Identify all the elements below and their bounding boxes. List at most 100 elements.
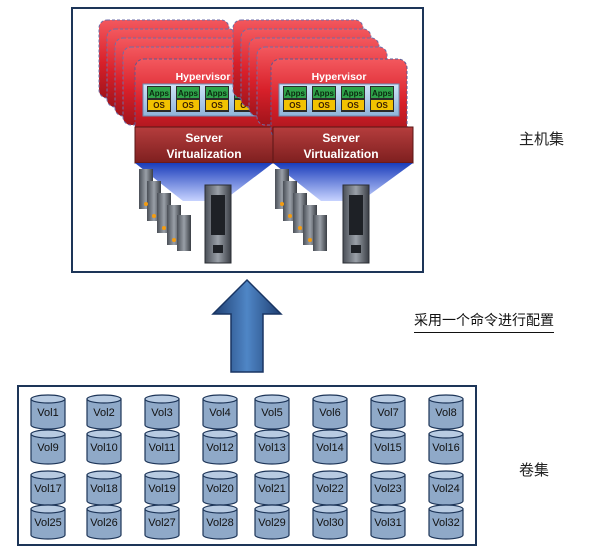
volume-cylinder: Vol6 bbox=[312, 394, 348, 430]
volume-label: Vol3 bbox=[151, 407, 172, 419]
vm-apps-label: Apps bbox=[149, 89, 170, 98]
volume-cylinder: Vol8 bbox=[428, 394, 464, 430]
volume-label: Vol26 bbox=[90, 517, 118, 529]
vm-apps-slot bbox=[148, 87, 170, 98]
host-stack-left: Hypervisor Apps OS Apps OS Apps OS bbox=[98, 19, 274, 264]
server-led bbox=[162, 226, 166, 230]
vm-os-label: OS bbox=[211, 101, 223, 110]
vm-apps-slot bbox=[342, 87, 364, 98]
vm-apps-slot bbox=[371, 87, 393, 98]
vm-apps-label: Apps bbox=[285, 89, 306, 98]
virtualization-line1: Server bbox=[322, 131, 360, 145]
volume-label: Vol16 bbox=[432, 442, 460, 454]
vm-apps-label: Apps bbox=[207, 89, 228, 98]
virtualization-funnel bbox=[135, 163, 273, 201]
volume-cylinder: Vol16 bbox=[428, 429, 464, 465]
volume-label: Vol15 bbox=[374, 442, 402, 454]
server-led bbox=[280, 202, 284, 206]
volume-label: Vol8 bbox=[435, 407, 456, 419]
volume-label: Vol13 bbox=[258, 442, 286, 454]
vm-os-label: OS bbox=[376, 101, 388, 110]
vm-os-slot bbox=[284, 100, 306, 110]
volume-cylinder: Vol2 bbox=[86, 394, 122, 430]
vm-os-slot bbox=[148, 100, 170, 110]
volume-cylinder: Vol29 bbox=[254, 504, 290, 540]
volume-label: Vol5 bbox=[261, 407, 282, 419]
volume-cylinder: Vol21 bbox=[254, 470, 290, 506]
vm-apps-label: Apps bbox=[314, 89, 335, 98]
volume-cylinder: Vol31 bbox=[370, 504, 406, 540]
host-stack-right: Hypervisor Apps OS Apps OS Apps OS bbox=[232, 19, 414, 264]
volume-label: Vol27 bbox=[148, 517, 176, 529]
hypervisor-label: Hypervisor bbox=[312, 71, 367, 83]
physical-servers bbox=[139, 169, 232, 264]
server-virtualization-band bbox=[272, 126, 414, 164]
volume-label: Vol10 bbox=[90, 442, 118, 454]
volume-cylinder: Vol32 bbox=[428, 504, 464, 540]
virtualization-line2: Virtualization bbox=[166, 147, 241, 161]
volume-label: Vol21 bbox=[258, 483, 286, 495]
volume-label: Vol28 bbox=[206, 517, 234, 529]
volume-label: Vol6 bbox=[319, 407, 340, 419]
server-led bbox=[288, 214, 292, 218]
vm-row: Apps OS Apps OS Apps OS Apps OS bbox=[147, 86, 258, 112]
volume-cylinder: Vol14 bbox=[312, 429, 348, 465]
volume-cylinder: Vol25 bbox=[30, 504, 66, 540]
volume-label: Vol22 bbox=[316, 483, 344, 495]
vm-apps-label: Apps bbox=[343, 89, 364, 98]
single-command-label: 采用一个命令进行配置 bbox=[414, 310, 554, 333]
volume-cylinder: Vol18 bbox=[86, 470, 122, 506]
host-set-frame: Hypervisor Apps OS Apps OS Apps OS bbox=[71, 7, 424, 273]
volume-cylinder: Vol19 bbox=[144, 470, 180, 506]
vm-apps-slot bbox=[177, 87, 199, 98]
server-tower-panel bbox=[349, 195, 363, 235]
volume-cylinder: Vol15 bbox=[370, 429, 406, 465]
virtualization-line2: Virtualization bbox=[303, 147, 378, 161]
volume-label: Vol31 bbox=[374, 517, 402, 529]
host-set-label: 主机集 bbox=[519, 130, 565, 148]
vm-os-slot bbox=[206, 100, 228, 110]
up-arrow-icon bbox=[211, 278, 283, 373]
server-unit bbox=[313, 215, 327, 251]
volume-label: Vol17 bbox=[34, 483, 62, 495]
vm-os-slot bbox=[313, 100, 335, 110]
volume-cylinder: Vol9 bbox=[30, 429, 66, 465]
physical-servers bbox=[275, 169, 370, 264]
volume-label: Vol18 bbox=[90, 483, 118, 495]
volume-label: Vol2 bbox=[93, 407, 114, 419]
volume-cylinder: Vol12 bbox=[202, 429, 238, 465]
volume-label: Vol24 bbox=[432, 483, 460, 495]
vm-apps-slot bbox=[284, 87, 306, 98]
volume-cylinder: Vol23 bbox=[370, 470, 406, 506]
volume-cylinder: Vol22 bbox=[312, 470, 348, 506]
vm-apps-label: Apps bbox=[372, 89, 393, 98]
volume-label: Vol32 bbox=[432, 517, 460, 529]
vm-os-slot bbox=[342, 100, 364, 110]
volume-cylinder: Vol17 bbox=[30, 470, 66, 506]
volume-label: Vol12 bbox=[206, 442, 234, 454]
server-led bbox=[172, 238, 176, 242]
volume-cylinder: Vol7 bbox=[370, 394, 406, 430]
server-tower-bay bbox=[213, 245, 223, 253]
host-set-illustration: Hypervisor Apps OS Apps OS Apps OS bbox=[98, 19, 414, 264]
vm-os-slot bbox=[371, 100, 393, 110]
volume-cylinder: Vol5 bbox=[254, 394, 290, 430]
volume-label: Vol11 bbox=[149, 442, 176, 454]
vm-os-label: OS bbox=[289, 101, 301, 110]
volume-cylinder: Vol26 bbox=[86, 504, 122, 540]
volume-cylinder: Vol24 bbox=[428, 470, 464, 506]
volume-label: Vol4 bbox=[209, 407, 230, 419]
volume-cylinder: Vol27 bbox=[144, 504, 180, 540]
volume-cylinder: Vol1 bbox=[30, 394, 66, 430]
volume-cylinder: Vol10 bbox=[86, 429, 122, 465]
volume-label: Vol30 bbox=[316, 517, 344, 529]
volume-set-label: 卷集 bbox=[519, 461, 550, 479]
server-led bbox=[152, 214, 156, 218]
volume-label: Vol19 bbox=[148, 483, 176, 495]
volume-label: Vol7 bbox=[377, 407, 398, 419]
volume-label: Vol14 bbox=[316, 442, 344, 454]
vm-apps-label: Apps bbox=[178, 89, 199, 98]
volume-cylinder: Vol13 bbox=[254, 429, 290, 465]
volume-label: Vol1 bbox=[37, 407, 58, 419]
